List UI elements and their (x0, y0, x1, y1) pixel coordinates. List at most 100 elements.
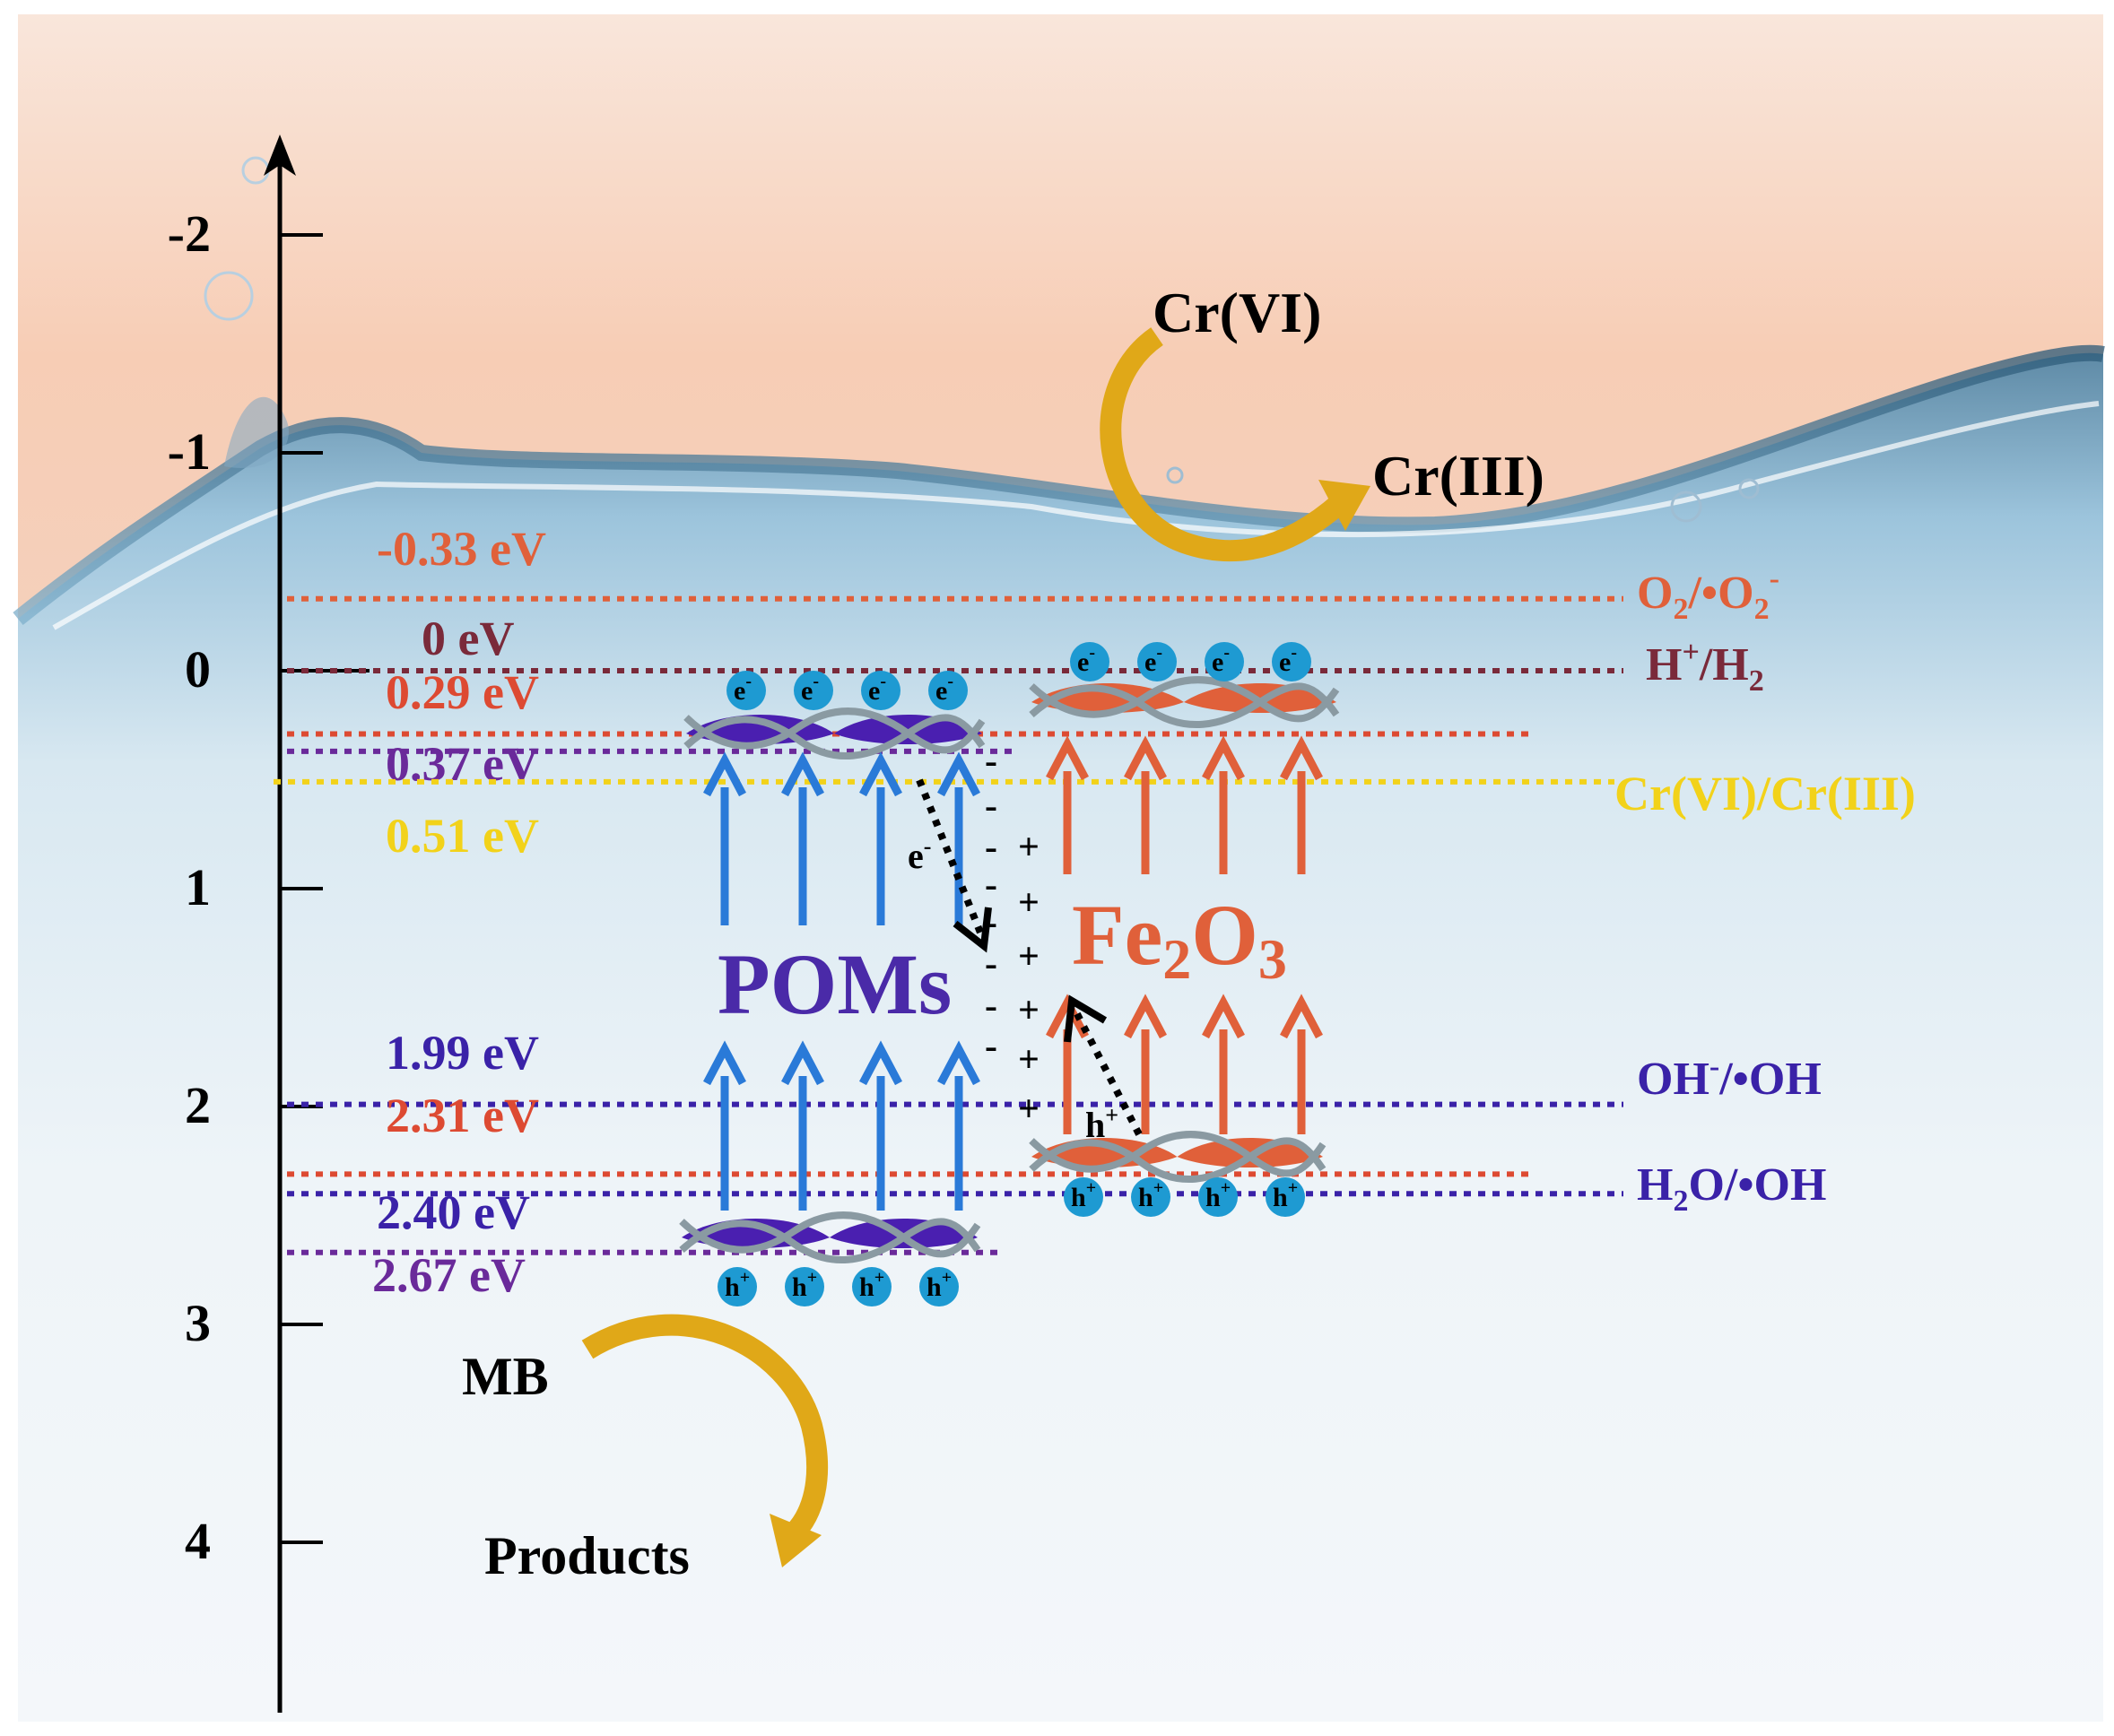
negative-charge: - (985, 741, 997, 782)
cr-reaction-arrowhead (1318, 480, 1370, 531)
carrier-label: h+ (792, 1268, 817, 1302)
carrier-label: e- (801, 672, 819, 706)
excitation-arrowhead (1280, 994, 1323, 1039)
negative-charge: - (985, 943, 997, 985)
potential-level-label: 2.31 eV (386, 1089, 539, 1142)
potential-level-label: -0.33 eV (377, 522, 546, 576)
axis-arrowhead (264, 135, 296, 176)
excitation-arrowhead (937, 1040, 980, 1086)
wave-highlight (52, 401, 2100, 630)
cr-vi-label: Cr(VI) (1153, 281, 1321, 344)
electron-icon (1205, 642, 1244, 681)
band-wave (679, 1218, 981, 1264)
excitation-arrowhead (1280, 735, 1323, 781)
excitation-arrowhead (1202, 735, 1245, 781)
hole-transfer-arrow (1071, 1007, 1143, 1136)
bubble (1166, 466, 1184, 484)
bubble (1738, 478, 1760, 499)
water-body (18, 352, 2103, 1722)
charge-transfer: e- h+ (908, 778, 1143, 1145)
negative-charge: - (985, 786, 997, 827)
mb-reaction-arrowhead (770, 1514, 822, 1567)
positive-charge: + (1018, 1089, 1040, 1130)
band-structures: e-e-e-e-h+h+h+h+e-e-e-e-h+h+h+h+ (679, 642, 1340, 1306)
electron-icon (861, 671, 900, 710)
hole-icon (785, 1267, 824, 1306)
poms-valence-band (679, 1211, 981, 1264)
cr-reaction-arrow (1100, 327, 1348, 562)
fe2o3-conduction-band (1029, 676, 1340, 729)
interface-charges: --------++++++ (985, 741, 1040, 1130)
band-wave (679, 1211, 981, 1258)
mb-reaction-arrow (581, 1314, 829, 1541)
excitation-arrowhead (781, 751, 824, 797)
poms-conduction-band (683, 707, 986, 760)
redox-couple-labels: O2/•O2- H+/H2 Cr(VI)/Cr(III) OH-/•OH H2O… (1614, 562, 1916, 1218)
electron-icon (928, 671, 968, 710)
fe2o3-electrons: e-e-e-e- (1070, 642, 1311, 681)
positive-charge: + (1018, 827, 1040, 868)
carrier-label: e- (868, 672, 886, 706)
mb-label: MB (462, 1347, 549, 1406)
excitation-arrowhead (1046, 994, 1089, 1039)
mb-degradation-reaction: MB Products (462, 1314, 829, 1585)
poms-upper-arrows (703, 751, 980, 925)
excitation-arrowhead (1124, 735, 1167, 781)
axis-tick-label: 3 (185, 1294, 211, 1352)
excitation-arrowhead (859, 751, 902, 797)
hole-icon (1064, 1177, 1103, 1217)
carrier-label: e- (1077, 643, 1095, 677)
carrier-label: h+ (1205, 1178, 1231, 1212)
electron-icon (1272, 642, 1311, 681)
fe2o3-holes: h+h+h+h+ (1064, 1177, 1305, 1217)
fe2o3-label: Fe2O3 (1072, 887, 1287, 991)
potential-levels: -0.33 eV0 eV0.29 eV0.37 eV0.51 eV1.99 eV… (274, 522, 1623, 1302)
positive-charge: + (1018, 1039, 1040, 1081)
excitation-arrowhead (1202, 994, 1245, 1039)
hole-transfer-arrowhead (1064, 994, 1108, 1043)
cr-iii-label: Cr(III) (1372, 444, 1544, 508)
carrier-label: e- (1279, 643, 1297, 677)
potential-level-label: 0.29 eV (386, 665, 539, 719)
redox-o2-label: O2/•O2- (1637, 562, 1779, 626)
carrier-label: e- (1212, 643, 1230, 677)
axis-tick-label: 2 (185, 1076, 211, 1134)
hole-icon (1266, 1177, 1305, 1217)
axis-tick-label: -1 (168, 422, 211, 481)
carrier-label: h+ (1273, 1178, 1298, 1212)
band-wave (683, 714, 986, 760)
hole-transfer-label: h+ (1085, 1102, 1118, 1145)
excitation-arrowhead (937, 751, 980, 797)
positive-charge: + (1018, 990, 1040, 1031)
negative-charge: - (985, 1026, 997, 1067)
excitation-arrowhead (859, 1040, 902, 1086)
band-wave (1029, 1137, 1327, 1184)
carrier-label: h+ (859, 1268, 884, 1302)
negative-charge: - (985, 985, 997, 1027)
electron-transfer-label: e- (908, 833, 931, 876)
hole-icon (1198, 1177, 1238, 1217)
redox-oh-label: OH-/•OH (1637, 1050, 1822, 1105)
band-wave (683, 707, 986, 754)
positive-charge: + (1018, 882, 1040, 924)
positive-charge: + (1018, 936, 1040, 977)
redox-h2o-label: H2O/•OH (1637, 1159, 1826, 1218)
excitation-arrowhead (703, 751, 746, 797)
excitation-arrowhead (703, 1040, 746, 1086)
band-wave (1029, 676, 1340, 723)
hole-icon (718, 1267, 757, 1306)
redox-h2-label: H+/H2 (1646, 636, 1764, 698)
carrier-label: e- (734, 672, 752, 706)
axis-tick-label: -2 (168, 204, 211, 263)
excitation-arrowhead (1046, 735, 1089, 781)
splash (224, 396, 289, 468)
axis-tick-label: 0 (185, 640, 211, 699)
bubble (1670, 490, 1702, 523)
products-label: Products (484, 1526, 690, 1585)
carrier-label: h+ (1071, 1178, 1096, 1212)
bubble (204, 271, 254, 321)
poms-holes: h+h+h+h+ (718, 1267, 959, 1306)
electron-icon (1070, 642, 1109, 681)
